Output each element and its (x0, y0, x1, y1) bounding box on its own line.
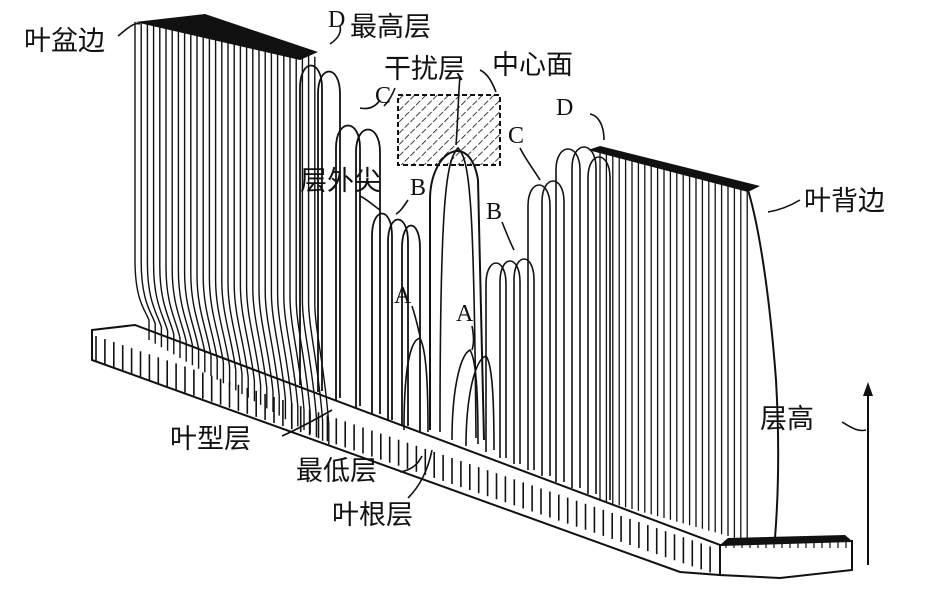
label-interference-layer: 干扰层 (384, 54, 465, 85)
blade-slice-pressure (152, 25, 169, 351)
blade-slice-pressure (214, 37, 231, 387)
blade-slice-pressure (140, 23, 156, 344)
suction-side-face (747, 189, 780, 539)
blade-slice-pressure (239, 42, 256, 402)
blade-slice-pressure (165, 28, 181, 358)
blade-slice-pressure (283, 50, 299, 427)
root-base-ribs (95, 336, 847, 573)
blade-slice-descending (555, 148, 581, 488)
blade-slice-rising (371, 212, 393, 420)
label-lowest-layer: 最低层 (296, 456, 377, 487)
leader-lines (117, 22, 867, 499)
blade-slice-pressure (258, 46, 274, 412)
blade-slice-rising (299, 64, 323, 391)
blade-slice-descending (587, 156, 611, 500)
blade-slice-descending (513, 258, 535, 470)
label-suction-edge: 叶背边 (804, 186, 885, 217)
marker-d-left: D (328, 7, 346, 33)
blade-slice-pressure (307, 55, 324, 441)
blade-slice-pressure (146, 24, 163, 348)
blade-slice-descending (499, 260, 521, 464)
blade-slice-pressure (270, 48, 287, 420)
marker-d-right: D (556, 95, 574, 121)
marker-a-right: A (456, 301, 474, 327)
blade-slice-pressure (289, 52, 305, 430)
blade-slice-crest-inner (439, 146, 477, 439)
blade-slice-descending (527, 184, 551, 476)
blade-slice-rising (355, 128, 381, 414)
blade-slice-pressure (314, 56, 330, 445)
blade-slice-rising (317, 70, 341, 398)
blade-slice-pressure (177, 30, 194, 366)
blade-slice-pressure (134, 22, 150, 340)
blade-slice-pressure (208, 36, 225, 384)
label-airfoil-layer: 叶型层 (170, 424, 251, 455)
blade-slice-pressure (171, 29, 187, 362)
blade-slice-pressure (295, 53, 311, 434)
label-root-layer: 叶根层 (332, 500, 413, 531)
blade-slice-rising (401, 224, 421, 432)
blade-slice-descending (485, 262, 507, 458)
blade-slice-pressure (227, 40, 243, 394)
blade-slice-lowest (403, 337, 429, 433)
marker-c-right: C (508, 123, 525, 149)
blade-slice-pressure (221, 38, 237, 391)
blade-slice-pressure (196, 34, 212, 376)
blade-slice-descending (541, 180, 565, 482)
marker-b-left: B (410, 175, 427, 201)
blade-slice-descending (571, 146, 597, 494)
blade-slice-pressure (202, 35, 218, 380)
blade-slice-pressure (159, 26, 175, 355)
layer-height-arrow (863, 382, 873, 565)
blade-slice-pressure (233, 41, 249, 398)
blade-slices (134, 22, 748, 542)
blade-slice-pressure (276, 49, 293, 423)
interference-layer-block (397, 94, 501, 166)
label-layer-height: 层高 (760, 404, 814, 435)
marker-a-left: A (394, 283, 412, 309)
label-highest-layer: 最高层 (350, 12, 431, 43)
top-edge-shading (135, 14, 760, 192)
blade-slice-rising (387, 218, 409, 426)
blade-slice-pressure (245, 43, 262, 405)
blade-slice-lowest (465, 355, 495, 451)
blade-slice-pressure (264, 47, 280, 416)
marker-c-left: C (375, 83, 392, 109)
label-pressure-edge: 叶盆边 (24, 26, 105, 57)
blade-slice-rising (335, 124, 361, 406)
label-layer-outer-tip: 层外尖 (300, 166, 381, 197)
blade-slice-pressure (301, 54, 318, 438)
label-center-plane: 中心面 (492, 50, 573, 81)
blade-slice-lowest (451, 348, 479, 445)
blade-slice-pressure (183, 31, 200, 369)
marker-b-right: B (486, 199, 503, 225)
blade-slice-pressure (190, 32, 206, 373)
root-base-plate (91, 323, 853, 580)
blade-slice-pressure (252, 44, 268, 409)
